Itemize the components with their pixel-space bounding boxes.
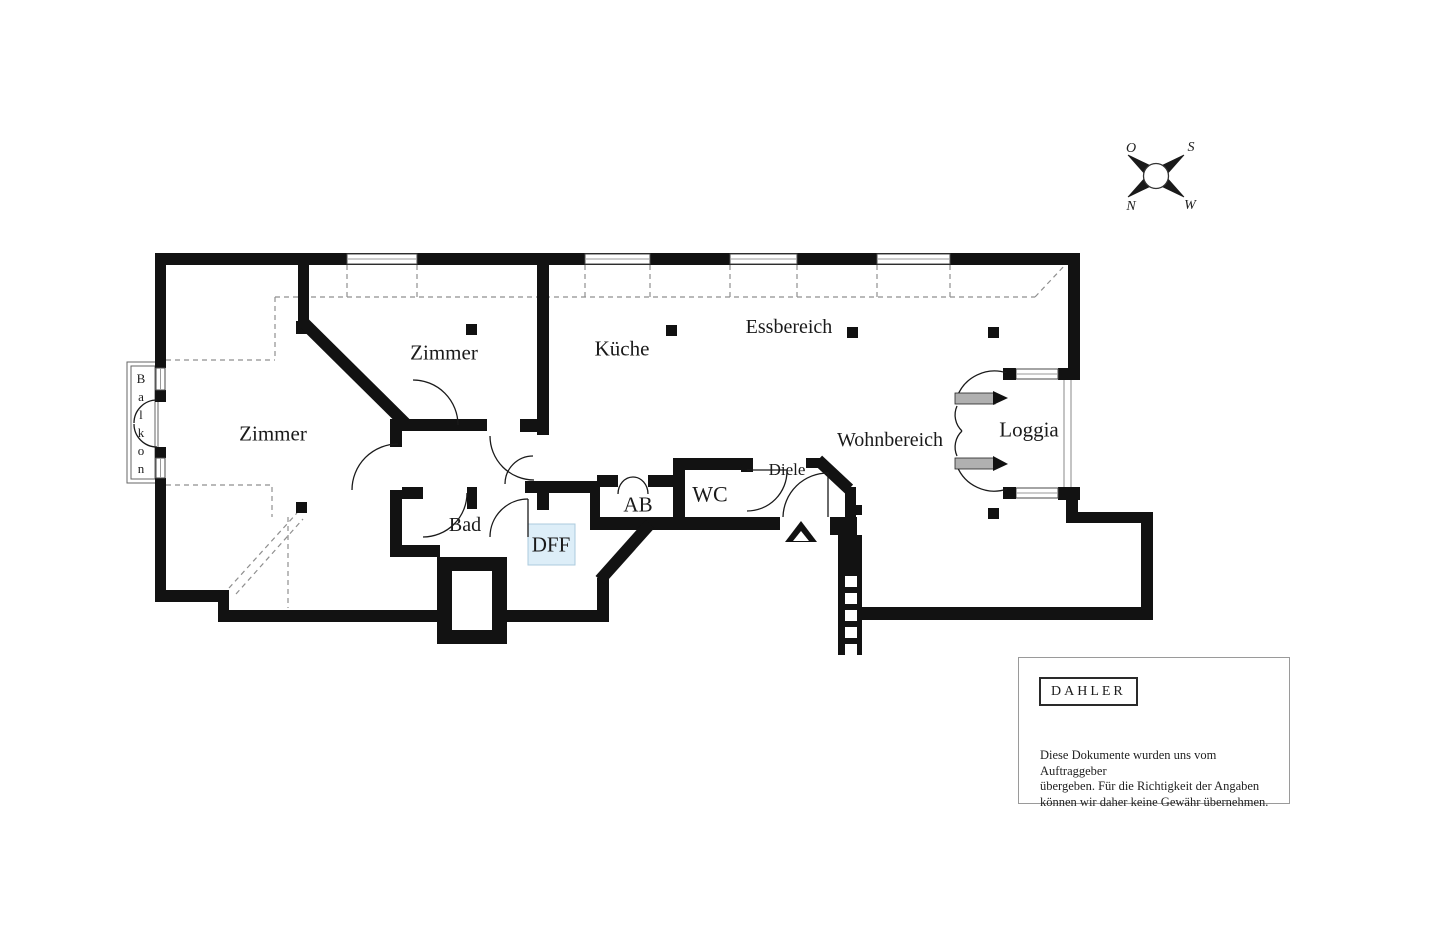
wall <box>390 490 402 557</box>
entrance-arrow-notch <box>793 531 809 541</box>
wall <box>537 481 549 510</box>
door-swing-arc <box>746 470 788 512</box>
wall <box>590 517 780 530</box>
wall <box>155 253 166 368</box>
wall <box>830 517 857 535</box>
wall <box>806 458 823 468</box>
door-arrow-marker <box>993 391 1008 405</box>
door-swing-arc <box>133 423 158 448</box>
wall <box>520 419 549 432</box>
disclaimer-line: können wir daher keine Gewähr übernehmen… <box>1040 794 1269 809</box>
door-swing-arc <box>489 435 535 481</box>
wall <box>860 607 1153 620</box>
compass-letter-o: O <box>1125 141 1137 156</box>
door-swing-arc <box>351 443 399 491</box>
stair-or-chimney-cutout <box>845 610 857 621</box>
door-swing-arc <box>617 476 634 495</box>
door-swing-arc <box>504 455 534 485</box>
wall <box>390 419 402 447</box>
stair-or-chimney-cutout <box>845 627 857 638</box>
wall-diagonal <box>298 317 411 429</box>
door-swing-arc <box>133 399 158 424</box>
brand-logo: DAHLER <box>1039 677 1138 706</box>
compass-letter-s: S <box>1187 140 1195 155</box>
column-post <box>847 327 858 338</box>
wall <box>395 419 487 431</box>
wall <box>1068 253 1080 380</box>
stair-or-chimney-cutout <box>845 576 857 587</box>
disclaimer-line: Diese Dokumente wurden uns vom Auftragge… <box>1040 748 1217 778</box>
door-swing-arc <box>956 465 1008 492</box>
balcony-outline <box>130 365 156 480</box>
column-post <box>988 508 999 519</box>
disclaimer-line: übergeben. Für die Richtigkeit der Angab… <box>1040 779 1260 793</box>
door-swing-arc <box>632 476 649 495</box>
wall <box>673 458 753 470</box>
stair-or-chimney-cutout <box>452 571 492 630</box>
wall <box>597 475 618 487</box>
wall <box>390 545 440 557</box>
disclaimer-box: DAHLER Diese Dokumente wurden uns vom Au… <box>1018 657 1290 809</box>
column-post <box>296 502 307 513</box>
door-swing-arc <box>412 379 459 426</box>
door-arrow-marker <box>1003 487 1016 499</box>
wall <box>597 578 609 622</box>
wall <box>155 447 166 458</box>
wall <box>503 610 609 622</box>
door-arrow-marker <box>1003 369 1016 380</box>
stair-or-chimney-cutout <box>845 644 857 655</box>
ceiling-height-dashed-line <box>235 518 304 595</box>
compass-circle <box>1142 162 1170 190</box>
wall <box>218 610 438 622</box>
ceiling-height-dashed-line <box>228 512 298 589</box>
roof-window-dff-marker <box>527 523 576 566</box>
door-swing-arc <box>489 498 529 538</box>
wall <box>402 487 423 499</box>
wall <box>467 487 477 509</box>
wall <box>1141 512 1153 620</box>
wall-diagonal <box>595 520 655 584</box>
wall <box>845 487 856 517</box>
wall <box>1066 500 1078 523</box>
wall <box>673 463 685 525</box>
column-post <box>466 324 477 335</box>
wall <box>1078 512 1153 523</box>
wall <box>155 478 166 602</box>
door-swing-arc <box>954 430 963 457</box>
column-post <box>666 325 677 336</box>
compass-letter-n: N <box>1126 199 1136 214</box>
wall <box>155 590 223 602</box>
wall <box>298 265 309 327</box>
compass-letter-w: W <box>1184 198 1196 213</box>
wall <box>537 265 549 435</box>
ceiling-height-dashed-line <box>1034 263 1067 298</box>
door-swing-arc <box>782 472 829 518</box>
wall-diagonal <box>813 455 854 494</box>
wall <box>218 590 229 622</box>
wall <box>155 390 166 402</box>
wall <box>741 458 753 472</box>
brand-name: DAHLER <box>1051 684 1126 699</box>
wall <box>1058 487 1080 500</box>
door-swing-arc <box>956 370 1008 398</box>
balcony-outline <box>126 361 159 484</box>
disclaimer-text: Diese Dokumente wurden uns vom Auftragge… <box>1040 748 1280 810</box>
door-swing-arc <box>422 492 468 538</box>
stair-or-chimney-cutout <box>845 593 857 604</box>
wall <box>590 487 600 530</box>
door-arrow-marker <box>993 456 1008 471</box>
door-swing-arc <box>954 405 963 432</box>
column-post <box>988 327 999 338</box>
wall <box>852 505 862 515</box>
